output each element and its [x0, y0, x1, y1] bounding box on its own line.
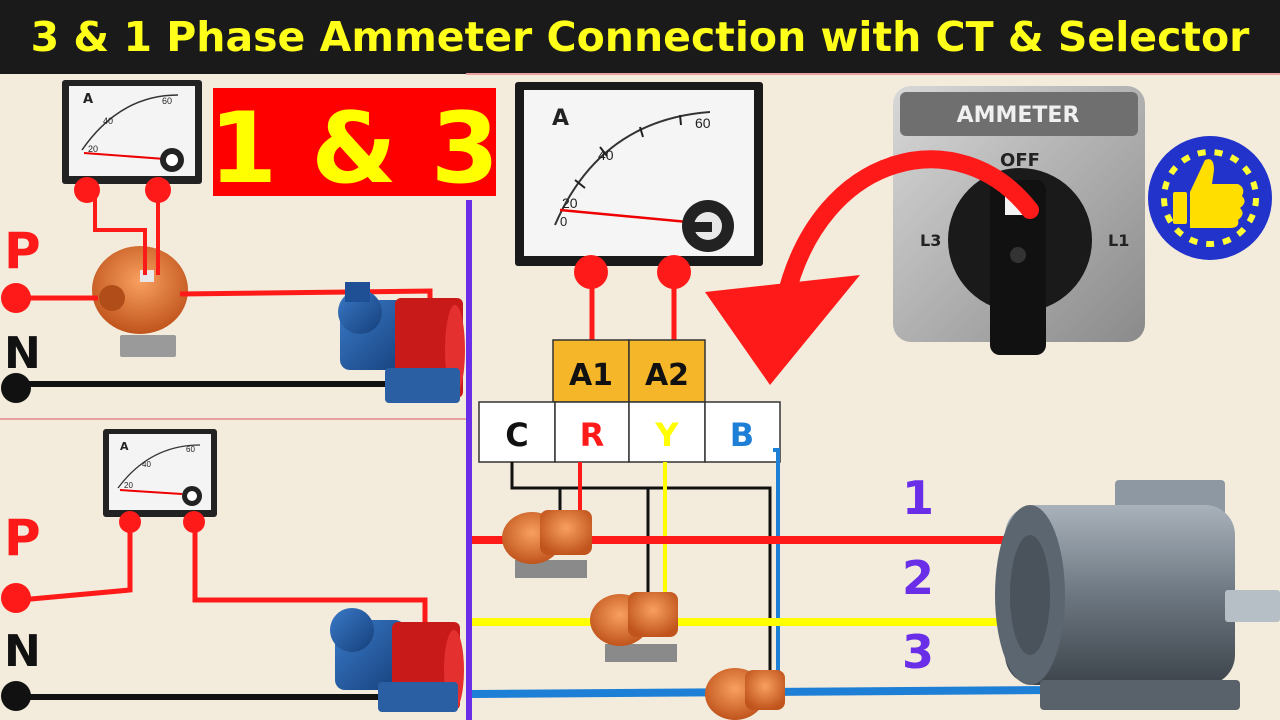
needle: [119, 489, 183, 495]
terminal-y: Y: [654, 416, 679, 454]
terminal-a1: A1: [569, 358, 613, 393]
page-title: 3 & 1 Phase Ammeter Connection with CT &…: [30, 13, 1250, 61]
left-bottom-pump: [330, 608, 464, 712]
tick-60: 60: [186, 445, 195, 454]
tick-40: 40: [103, 116, 113, 126]
selector-l1: L1: [1108, 231, 1129, 250]
terminal-block-ammeter: A1 A2: [552, 339, 706, 403]
main-ammeter: A 40 60 20 0: [515, 82, 763, 266]
needle: [559, 208, 689, 224]
phase-terminal: [1, 283, 31, 313]
badge: 1 & 3: [209, 88, 499, 206]
selector-off: OFF: [1000, 150, 1040, 171]
title-bar: 3 & 1 Phase Ammeter Connection with CT &…: [0, 0, 1280, 74]
unit-label: A: [552, 106, 569, 131]
tick-0: 0: [560, 214, 567, 229]
phase-terminal: [1, 583, 31, 613]
meter-terminal-dot: [183, 511, 205, 533]
terminal-c: C: [505, 416, 528, 454]
tick-60: 60: [162, 96, 172, 106]
tick-20: 20: [562, 195, 578, 211]
neutral-label: N: [4, 626, 41, 677]
three-phase-motor: [995, 480, 1280, 710]
phase-number-3: 3: [902, 625, 934, 679]
terminal-block-phases: C R Y B: [478, 401, 781, 463]
ammeter-selector-switch: AMMETER OFF L3 L1: [893, 86, 1145, 355]
ct-b: [705, 668, 785, 720]
meter-terminal-dot: [119, 511, 141, 533]
meter-terminal-dot: [574, 255, 608, 289]
tick-20: 20: [124, 481, 133, 490]
ct-y: [590, 592, 678, 662]
phase-number-2: 2: [902, 551, 934, 605]
unit-label: A: [83, 92, 93, 107]
thumbs-up-icon: [1148, 136, 1272, 260]
selector-l3: L3: [920, 231, 941, 250]
needle: [83, 152, 166, 160]
ct-r: [502, 510, 592, 578]
selector-title: AMMETER: [957, 103, 1080, 128]
meter-terminal-dot: [657, 255, 691, 289]
phase-number-1: 1: [902, 471, 934, 525]
selector-knob: [990, 180, 1046, 355]
meter-terminal-dot: [74, 177, 100, 203]
tick-40: 40: [598, 147, 614, 163]
badge-text: 1 & 3: [209, 92, 499, 206]
meter-terminal-dot: [145, 177, 171, 203]
left-top-pump: [338, 282, 465, 403]
purple-divider: [466, 200, 472, 720]
neutral-terminal: [1, 373, 31, 403]
red-arrow: [705, 150, 1039, 385]
left-top-meter: A 40 60 20: [62, 80, 202, 184]
neutral-terminal: [1, 681, 31, 711]
tick-20: 20: [88, 144, 98, 154]
phase-label: P: [4, 222, 41, 280]
left-top-ct: [92, 246, 188, 357]
terminal-r: R: [580, 416, 605, 454]
left-bottom-meter: A 40 60 20: [103, 429, 217, 517]
neutral-label: N: [4, 328, 41, 379]
unit-label: A: [120, 440, 129, 453]
phase-label: P: [4, 509, 41, 567]
terminal-a2: A2: [645, 358, 689, 393]
tick-60: 60: [695, 115, 711, 131]
terminal-b: B: [730, 416, 754, 454]
tick-40: 40: [142, 460, 151, 469]
